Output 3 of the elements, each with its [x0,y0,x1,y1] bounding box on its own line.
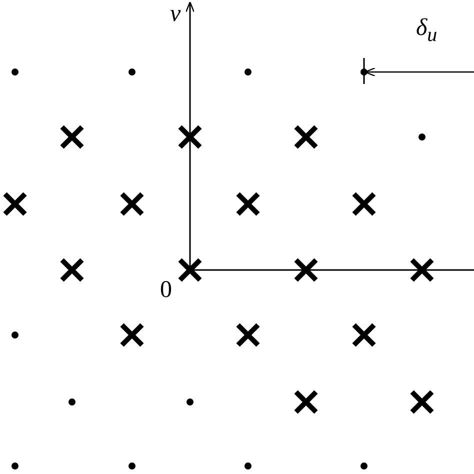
axis-label: v [170,2,181,26]
origin-label: 0 [160,278,172,302]
dimension-label: δ$_{u}$ [416,16,438,45]
